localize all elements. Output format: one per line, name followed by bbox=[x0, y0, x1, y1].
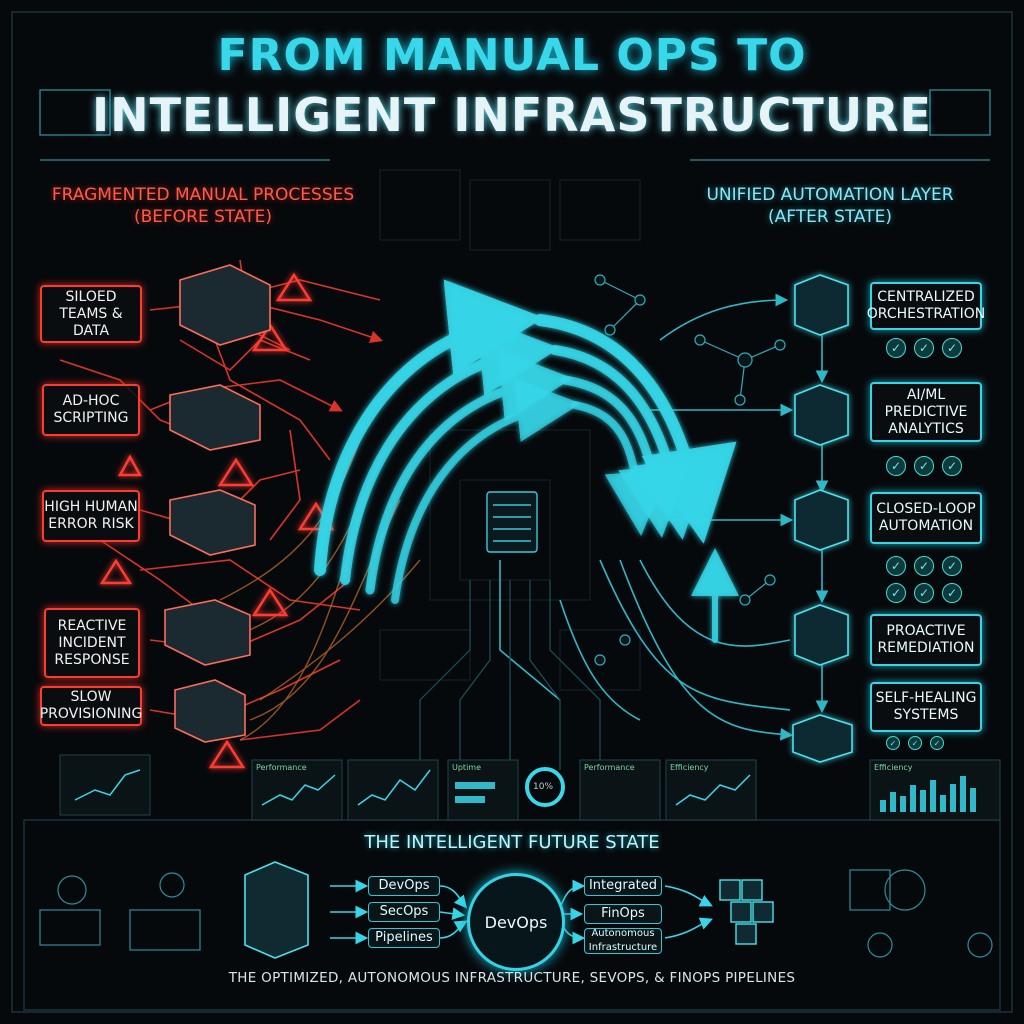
footer-caption: THE OPTIMIZED, AUTONOMOUS INFRASTRUCTURE… bbox=[228, 970, 796, 986]
transformation-arcs bbox=[314, 279, 739, 643]
before-item-adhoc-scripting: AD-HOC SCRIPTING bbox=[42, 384, 140, 436]
future-heading: THE INTELLIGENT FUTURE STATE bbox=[364, 832, 660, 853]
check-row: ✓ ✓ ✓ bbox=[886, 338, 962, 358]
central-server-icon bbox=[486, 491, 538, 553]
check-row: ✓ ✓ ✓ bbox=[886, 583, 962, 603]
after-heading: UNIFIED AUTOMATION LAYER (AFTER STATE) bbox=[660, 184, 1000, 228]
future-side-icons bbox=[39, 869, 993, 958]
gauge-value: 10% bbox=[533, 782, 554, 792]
title-line-2: INTELLIGENT INFRASTRUCTURE bbox=[92, 88, 932, 142]
output-autonomous: Autonomous Infrastructure bbox=[584, 928, 662, 954]
after-item-closed-loop: CLOSED-LOOP AUTOMATION bbox=[870, 492, 982, 544]
panel-label-efficiency-2: Efficiency bbox=[874, 763, 913, 772]
future-cubes bbox=[719, 879, 774, 945]
output-finops: FinOps bbox=[584, 904, 662, 924]
panel-label-performance-2: Performance bbox=[584, 763, 635, 772]
title-line-1: FROM MANUAL OPS TO bbox=[217, 30, 807, 81]
dashboard-cards bbox=[59, 754, 1001, 821]
circuit-traces bbox=[419, 580, 601, 770]
panel-label-efficiency: Efficiency bbox=[670, 763, 709, 772]
check-icon: ✓ bbox=[886, 456, 906, 476]
check-icon: ✓ bbox=[914, 456, 934, 476]
before-item-human-error: HIGH HUMAN ERROR RISK bbox=[42, 490, 140, 542]
before-item-siloed-teams: SILOED TEAMS & DATA bbox=[40, 285, 142, 343]
grid-panels bbox=[379, 169, 641, 691]
automation-nodes bbox=[792, 274, 853, 763]
before-item-reactive-response: REACTIVE INCIDENT RESPONSE bbox=[44, 608, 140, 678]
input-devops: DevOps bbox=[368, 876, 440, 896]
gauge-ring bbox=[525, 767, 565, 807]
check-icon: ✓ bbox=[930, 736, 944, 750]
check-icon: ✓ bbox=[886, 736, 900, 750]
broken-servers bbox=[164, 264, 271, 743]
future-server-stack bbox=[244, 861, 309, 959]
check-icon: ✓ bbox=[914, 556, 934, 576]
check-icon: ✓ bbox=[942, 583, 962, 603]
before-subtitle: (BEFORE STATE) bbox=[133, 207, 273, 227]
panel-label-uptime: Uptime bbox=[452, 763, 482, 772]
after-item-proactive-remediation: PROACTIVE REMEDIATION bbox=[870, 614, 982, 666]
check-row: ✓ ✓ ✓ bbox=[886, 736, 944, 750]
check-icon: ✓ bbox=[942, 338, 962, 358]
network-graph bbox=[594, 274, 786, 666]
devops-hub: DevOps bbox=[467, 873, 565, 971]
check-icon: ✓ bbox=[942, 556, 962, 576]
after-subtitle: (AFTER STATE) bbox=[767, 207, 892, 227]
dashboard-sparklines bbox=[74, 769, 751, 806]
check-icon: ✓ bbox=[886, 556, 906, 576]
before-item-slow-provisioning: SLOW PROVISIONING bbox=[40, 686, 142, 726]
after-title: UNIFIED AUTOMATION LAYER bbox=[706, 185, 954, 205]
check-icon: ✓ bbox=[886, 338, 906, 358]
input-secops: SecOps bbox=[368, 902, 440, 922]
warning-icons bbox=[99, 272, 335, 769]
check-row: ✓ ✓ ✓ bbox=[886, 456, 962, 476]
after-item-self-healing: SELF-HEALING SYSTEMS bbox=[870, 682, 982, 732]
header-decor bbox=[39, 89, 991, 161]
before-title: FRAGMENTED MANUAL PROCESSES bbox=[51, 185, 355, 205]
dashboard-bars bbox=[455, 776, 976, 812]
outer-border bbox=[11, 11, 1013, 1013]
check-icon: ✓ bbox=[914, 338, 934, 358]
cyan-flow-lines bbox=[499, 293, 829, 741]
output-integrated: Integrated bbox=[584, 876, 662, 896]
after-item-orchestration: CENTRALIZED ORCHESTRATION bbox=[867, 282, 985, 330]
check-icon: ✓ bbox=[908, 736, 922, 750]
check-icon: ✓ bbox=[914, 583, 934, 603]
panel-label-performance: Performance bbox=[256, 763, 307, 772]
check-icon: ✓ bbox=[942, 456, 962, 476]
before-heading: FRAGMENTED MANUAL PROCESSES (BEFORE STAT… bbox=[28, 184, 378, 228]
input-pipelines: Pipelines bbox=[368, 928, 440, 948]
after-item-predictive-analytics: AI/ML PREDICTIVE ANALYTICS bbox=[870, 382, 982, 442]
check-row: ✓ ✓ ✓ bbox=[886, 556, 962, 576]
check-icon: ✓ bbox=[886, 583, 906, 603]
